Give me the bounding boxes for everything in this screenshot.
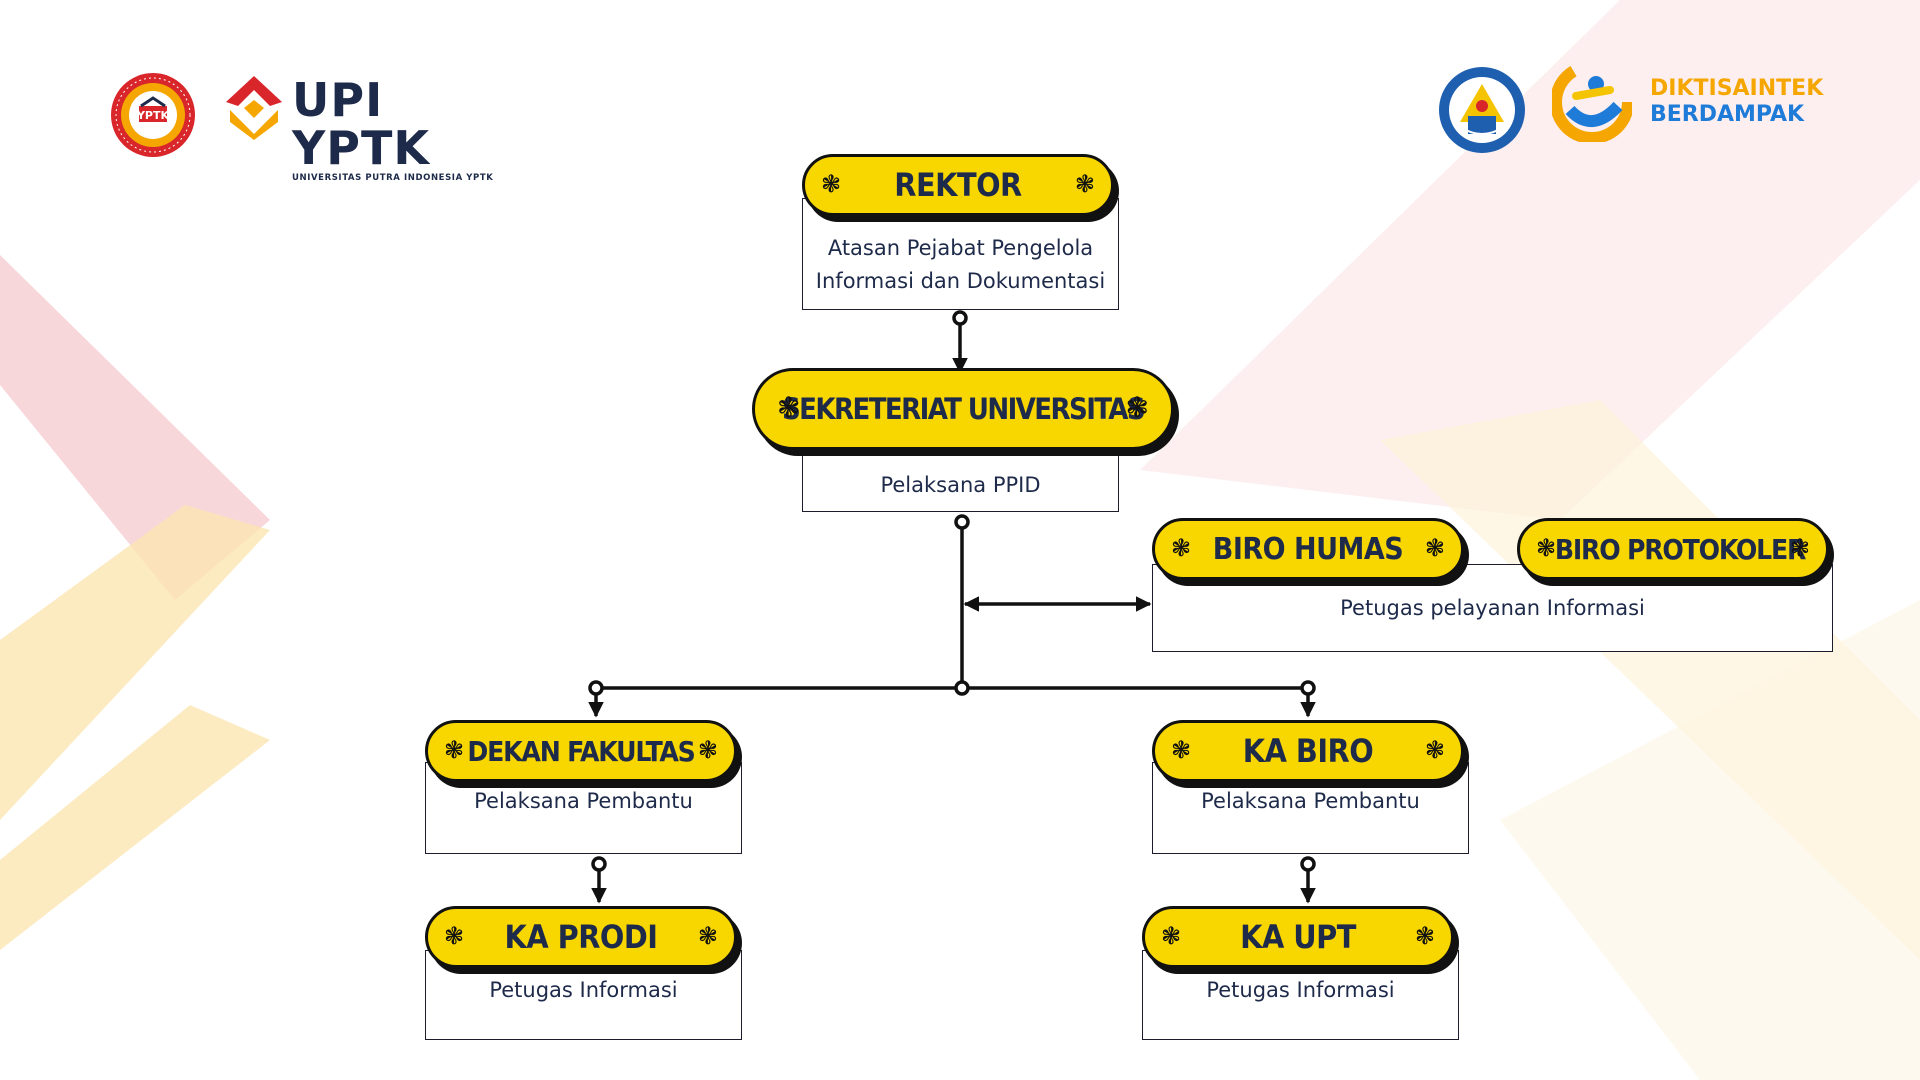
connector-dot [952, 310, 968, 326]
sekretariat-title: SEKRETERIAT UNIVERSITAS [781, 392, 1146, 426]
flower-ornament-icon: ❃ [1414, 922, 1435, 951]
upi-yptk-wordmark: UPI YPTK UNIVERSITAS PUTRA INDONESIA YPT… [292, 76, 532, 184]
biro-protokoler-node: ❃ BIRO PROTOKOLER ❃ [1517, 518, 1829, 580]
flower-ornament-icon: ❃ [1161, 922, 1182, 951]
upi-yptk-logo-mark [226, 76, 282, 140]
flower-ornament-icon: ❃ [1424, 534, 1445, 563]
rektor-description: Atasan Pejabat Pengelola Informasi dan D… [802, 198, 1119, 310]
flower-ornament-icon: ❃ [777, 390, 801, 424]
ka-prodi-title: KA PRODI [504, 918, 658, 956]
brand-subtitle: UNIVERSITAS PUTRA INDONESIA YPTK [292, 173, 494, 183]
connector-dot [1300, 856, 1316, 872]
diktisaintek-wordmark: DIKTISAINTEK BERDAMPAK [1650, 76, 1870, 128]
diktisaintek-line1: DIKTISAINTEK [1650, 76, 1824, 101]
flower-ornament-icon: ❃ [697, 736, 718, 765]
diktisaintek-logo-mark [1550, 60, 1634, 144]
svg-text:YPTK: YPTK [136, 109, 170, 122]
rektor-title: REKTOR [894, 166, 1022, 204]
biro-protokoler-title: BIRO PROTOKOLER [1554, 532, 1807, 566]
biro-humas-title: BIRO HUMAS [1212, 531, 1404, 567]
flower-ornament-icon: ❃ [1789, 534, 1810, 563]
diktisaintek-line2: BERDAMPAK [1650, 102, 1805, 127]
biro-humas-node: ❃ BIRO HUMAS ❃ [1152, 518, 1464, 580]
connector-dot [1300, 680, 1316, 696]
brand-name: UPI YPTK [292, 73, 431, 175]
ka-biro-node: ❃ KA BIRO ❃ [1152, 720, 1464, 782]
connector-dot [954, 514, 970, 530]
sekretariat-node: ❃ SEKRETERIAT UNIVERSITAS ❃ [752, 368, 1174, 450]
connector-dot [588, 680, 604, 696]
flower-ornament-icon: ❃ [444, 922, 465, 951]
flower-ornament-icon: ❃ [1171, 736, 1192, 765]
connector-dot [591, 856, 607, 872]
rektor-node: ❃ REKTOR ❃ [802, 154, 1114, 216]
flower-ornament-icon: ❃ [444, 736, 465, 765]
flower-ornament-icon: ❃ [1536, 534, 1557, 563]
ka-prodi-node: ❃ KA PRODI ❃ [425, 906, 737, 968]
tut-wuri-handayani-logo [1438, 66, 1526, 154]
flower-ornament-icon: ❃ [1171, 534, 1192, 563]
flower-ornament-icon: ❃ [1074, 170, 1095, 199]
dekan-title: DEKAN FAKULTAS [467, 734, 695, 768]
flower-ornament-icon: ❃ [1424, 736, 1445, 765]
dekan-node: ❃ DEKAN FAKULTAS ❃ [425, 720, 737, 782]
yptk-seal-logo: YPTK [110, 72, 196, 158]
ka-upt-node: ❃ KA UPT ❃ [1142, 906, 1454, 968]
sekretariat-description: Pelaksana PPID [802, 454, 1119, 512]
flower-ornament-icon: ❃ [697, 922, 718, 951]
ka-upt-title: KA UPT [1240, 918, 1356, 956]
ka-biro-title: KA BIRO [1242, 732, 1374, 770]
flower-ornament-icon: ❃ [821, 170, 842, 199]
flower-ornament-icon: ❃ [1125, 390, 1149, 424]
connector-dot [954, 680, 970, 696]
